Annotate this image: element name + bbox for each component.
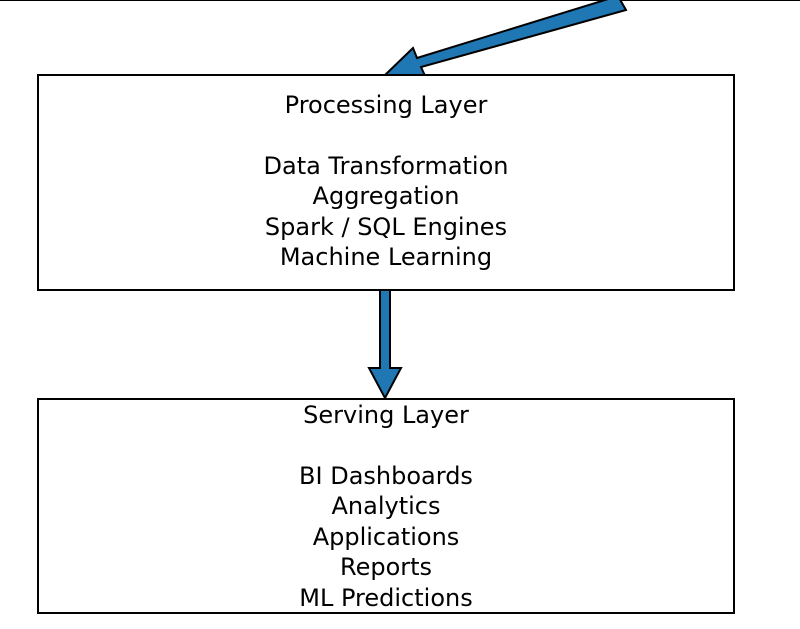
serving-layer-box: Serving Layer BI Dashboards Analytics Ap… [37,398,735,614]
processing-layer-item: Aggregation [312,182,460,210]
serving-layer-item: BI Dashboards [299,461,473,490]
serving-layer-item: ML Predictions [299,583,473,612]
processing-to-serving-arrow [367,289,403,401]
serving-layer-title: Serving Layer [303,401,469,429]
serving-layer-spacer [39,431,733,461]
processing-layer-box: Processing Layer Data Transformation Agg… [37,74,735,291]
serving-layer-item: Analytics [331,492,441,520]
processing-layer-title: Processing Layer [284,91,488,119]
processing-layer-spacer [39,121,733,151]
processing-layer-item: Spark / SQL Engines [264,212,508,241]
serving-layer-item: Applications [312,522,460,551]
serving-layer-item: Reports [339,553,433,581]
processing-layer-item: Data Transformation [263,151,509,180]
processing-layer-item: Machine Learning [279,243,493,271]
incoming-arrow [381,0,628,80]
